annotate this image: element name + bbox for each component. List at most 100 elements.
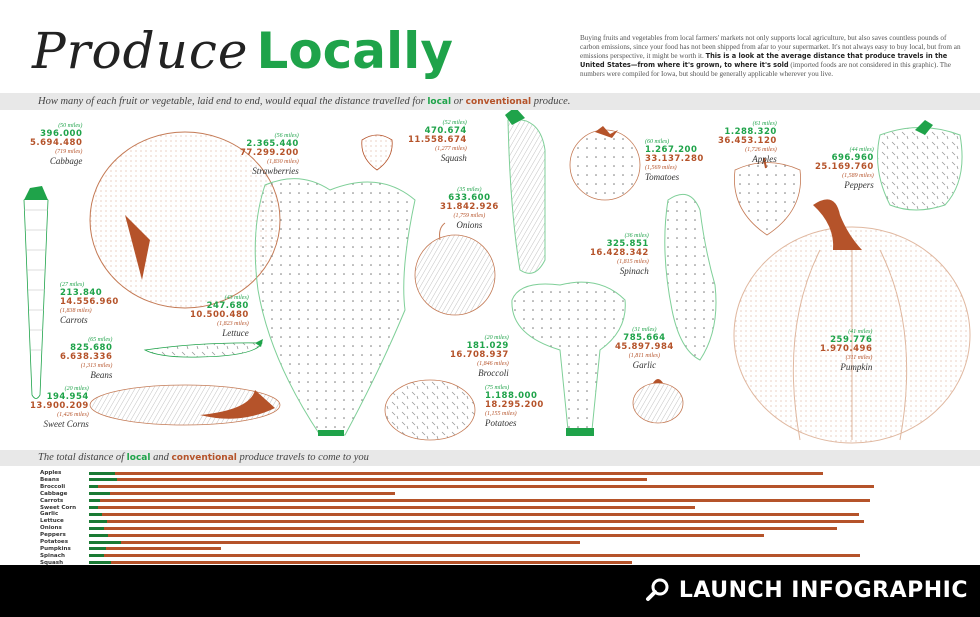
conv-miles: (1,155 miles) <box>485 411 517 417</box>
local-count: 696.960 <box>831 153 874 163</box>
conv-count: 33.137.280 <box>645 154 704 164</box>
name: Sweet Corns <box>43 419 89 429</box>
bar-local <box>89 471 115 475</box>
name: Broccoli <box>478 368 509 378</box>
launch-infographic-button[interactable]: LAUNCH INFOGRAPHIC <box>645 577 968 603</box>
bar-conventional <box>89 471 823 475</box>
lettuce-icon <box>254 178 416 436</box>
bar-local <box>89 492 111 496</box>
name: Beans <box>90 370 113 380</box>
bar-label: Spinach <box>40 552 66 559</box>
bar-conventional <box>89 478 648 482</box>
bar-local <box>89 561 112 565</box>
bar-label: Broccoli <box>40 483 66 490</box>
bar-local <box>89 478 117 482</box>
bar-conventional <box>89 533 765 537</box>
strawberry-icon <box>361 134 393 171</box>
name: Tomatoes <box>645 172 680 182</box>
local-count: 470.674 <box>424 126 467 136</box>
local-count: 194.954 <box>46 392 89 402</box>
conv-miles: (1,838 miles) <box>60 308 92 314</box>
conv-count: 16.708.937 <box>450 350 509 360</box>
bar-local <box>89 506 98 509</box>
apple-icon <box>734 157 801 236</box>
conv-miles: (719 miles) <box>55 149 83 155</box>
conv-miles: (1,426 miles) <box>57 412 89 418</box>
name: Carrots <box>60 315 88 325</box>
conv-miles: (1,589 miles) <box>842 173 874 179</box>
question-banner: How many of each fruit or vegetable, lai… <box>0 93 980 110</box>
conv-count: 14.556.960 <box>60 297 119 307</box>
conv-count: 18.295.200 <box>485 400 544 410</box>
tomato-icon <box>569 126 641 201</box>
bar-local <box>89 512 103 516</box>
local-count: 247.680 <box>206 301 249 311</box>
conv-miles: (1,726 miles) <box>745 147 777 153</box>
conv-count: 1.970.496 <box>820 344 873 354</box>
local-count: 181.029 <box>466 341 509 351</box>
local-count: 825.680 <box>70 343 113 353</box>
bar-conventional <box>89 499 871 503</box>
spinach-icon <box>664 193 717 361</box>
conv-count: 13.900.209 <box>30 401 89 411</box>
local-miles: (52 miles) <box>442 120 467 126</box>
bar-local <box>89 540 121 544</box>
local-miles: (20 miles) <box>64 386 89 392</box>
bar-label: Sweet Corn <box>40 504 77 511</box>
bar-conventional <box>89 547 222 551</box>
conv-count: 6.638.336 <box>60 352 113 362</box>
conv-count: 36.453.120 <box>718 136 777 146</box>
magnifier-icon <box>645 578 669 601</box>
conv-miles: (1,846 miles) <box>477 361 509 367</box>
intro-bold: This is a look at the average distance t… <box>580 52 948 69</box>
local-miles: (60 miles) <box>645 139 670 145</box>
chart-title-end: produce travels to come to you <box>236 452 369 463</box>
name: Spinach <box>619 266 649 276</box>
conv-count: 31.842.926 <box>440 202 499 212</box>
chart-title-text: The total distance of <box>38 452 127 463</box>
name: Strawberries <box>252 166 299 176</box>
chart-conventional-label: conventional <box>171 453 237 463</box>
bar-label: Apples <box>40 470 62 476</box>
conv-count: 11.558.674 <box>408 135 467 145</box>
conv-count: 10.500.480 <box>190 310 249 320</box>
local-count: 213.840 <box>60 288 103 298</box>
bar-conventional <box>89 519 864 523</box>
name: Cabbage <box>49 156 83 166</box>
chart-title-and: and <box>150 452 172 463</box>
conv-miles: (1,569 miles) <box>645 165 677 171</box>
bar-conventional <box>89 554 861 558</box>
local-count: 633.600 <box>448 193 491 203</box>
title-locally: Locally <box>256 22 453 80</box>
local-miles: (20 miles) <box>484 335 509 341</box>
name: Pumpkin <box>840 362 873 372</box>
bar-label: Onions <box>40 525 62 532</box>
launch-bar: LAUNCH INFOGRAPHIC <box>0 565 980 617</box>
name: Peppers <box>844 180 874 190</box>
title-produce: Produce <box>32 22 249 80</box>
bar-local <box>89 519 108 523</box>
bar-conventional <box>89 540 580 544</box>
local-count: 1.288.320 <box>724 127 777 137</box>
conv-miles: (1,313 miles) <box>80 363 113 369</box>
chart-banner: The total distance of local and conventi… <box>0 450 980 466</box>
name: Garlic <box>632 360 657 370</box>
local-count: 1.188.000 <box>485 391 538 401</box>
conv-miles: (1,830 miles) <box>267 159 299 165</box>
name: Lettuce <box>222 328 249 338</box>
question-end: produce. <box>531 96 571 107</box>
local-label: local <box>427 97 452 107</box>
local-miles: (44 miles) <box>849 147 874 153</box>
local-miles: (43 miles) <box>224 295 249 301</box>
bar-label: Carrots <box>40 497 64 504</box>
conv-miles: (1,759 miles) <box>453 213 486 219</box>
name: Squash <box>440 153 467 163</box>
